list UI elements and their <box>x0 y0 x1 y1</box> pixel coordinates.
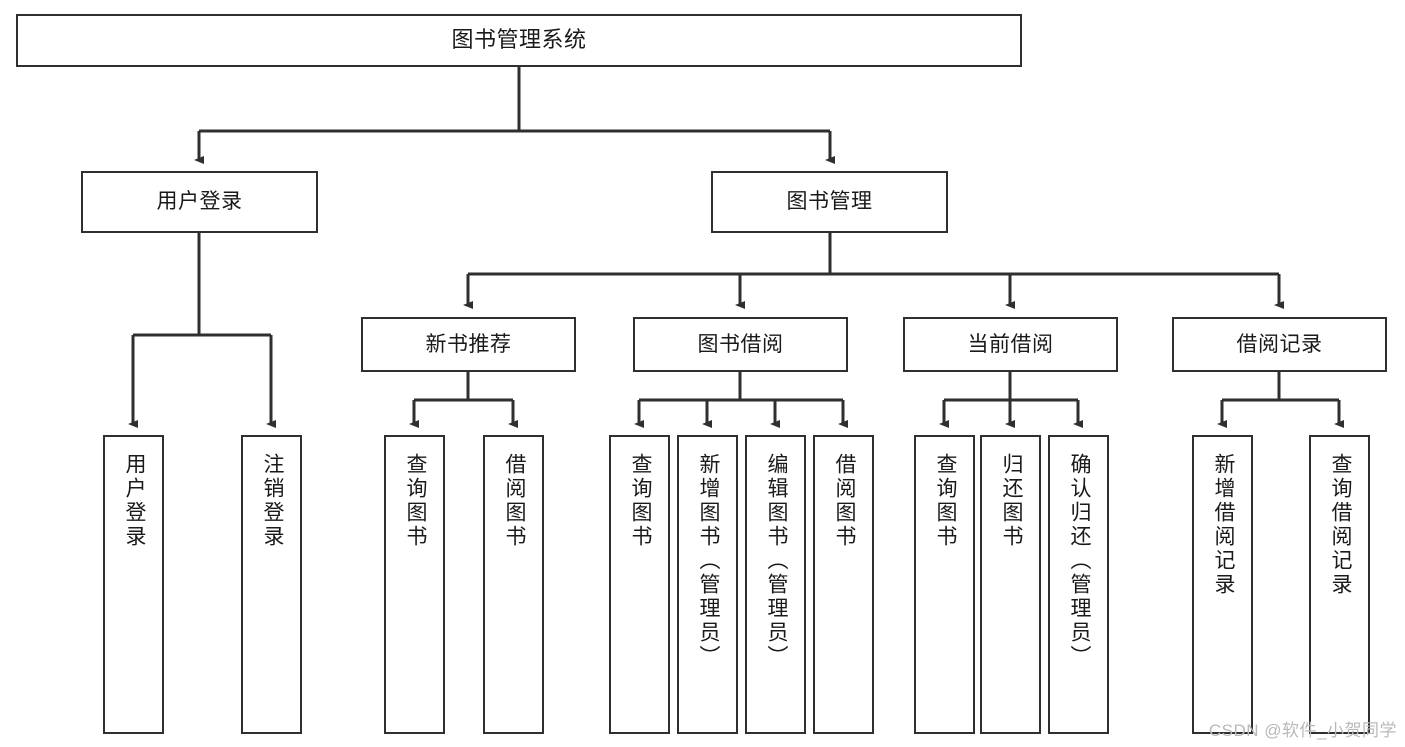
node-book-management[interactable]: 图书管理 <box>711 171 948 233</box>
node-current-borrow[interactable]: 当前借阅 <box>903 317 1118 372</box>
leaf-return-book[interactable]: 归还图书 <box>980 435 1041 734</box>
node-label: 注销登录 <box>260 453 284 549</box>
leaf-user-login[interactable]: 用户登录 <box>103 435 164 734</box>
leaf-borrow-book-recommend[interactable]: 借阅图书 <box>483 435 544 734</box>
node-user-login[interactable]: 用户登录 <box>81 171 318 233</box>
node-label: 编辑图书（管理员） <box>764 453 788 669</box>
leaf-query-book-current[interactable]: 查询图书 <box>914 435 975 734</box>
node-label: 借阅图书 <box>502 453 526 549</box>
node-label: 图书管理 <box>786 190 873 214</box>
node-label: 新增借阅记录 <box>1211 453 1235 597</box>
node-label: 新增图书（管理员） <box>696 453 720 669</box>
node-label: 当前借阅 <box>967 332 1054 356</box>
leaf-borrow-book[interactable]: 借阅图书 <box>813 435 874 734</box>
node-label: 借阅记录 <box>1236 332 1323 356</box>
leaf-add-book[interactable]: 新增图书（管理员） <box>677 435 738 734</box>
leaf-query-borrow-record[interactable]: 查询借阅记录 <box>1309 435 1370 734</box>
node-label: 用户登录 <box>156 190 243 214</box>
node-label: 查询借阅记录 <box>1328 453 1352 597</box>
node-label: 图书管理系统 <box>451 27 587 53</box>
node-new-book-recommend[interactable]: 新书推荐 <box>361 317 576 372</box>
leaf-query-book-borrow[interactable]: 查询图书 <box>609 435 670 734</box>
node-label: 查询图书 <box>933 453 957 549</box>
node-label: 查询图书 <box>628 453 652 549</box>
node-borrow-record[interactable]: 借阅记录 <box>1172 317 1387 372</box>
node-label: 确认归还（管理员） <box>1067 453 1091 669</box>
leaf-confirm-return[interactable]: 确认归还（管理员） <box>1048 435 1109 734</box>
node-label: 归还图书 <box>999 453 1023 549</box>
node-label: 查询图书 <box>403 453 427 549</box>
leaf-query-book-recommend[interactable]: 查询图书 <box>384 435 445 734</box>
node-label: 图书借阅 <box>697 332 784 356</box>
node-book-borrow[interactable]: 图书借阅 <box>633 317 848 372</box>
leaf-add-borrow-record[interactable]: 新增借阅记录 <box>1192 435 1253 734</box>
node-label: 新书推荐 <box>425 332 512 356</box>
leaf-logout-login[interactable]: 注销登录 <box>241 435 302 734</box>
watermark-text: CSDN @软件_小贺同学 <box>1208 721 1397 740</box>
node-label: 用户登录 <box>122 453 146 549</box>
leaf-edit-book[interactable]: 编辑图书（管理员） <box>745 435 806 734</box>
node-root-system[interactable]: 图书管理系统 <box>16 14 1022 67</box>
node-label: 借阅图书 <box>832 453 856 549</box>
